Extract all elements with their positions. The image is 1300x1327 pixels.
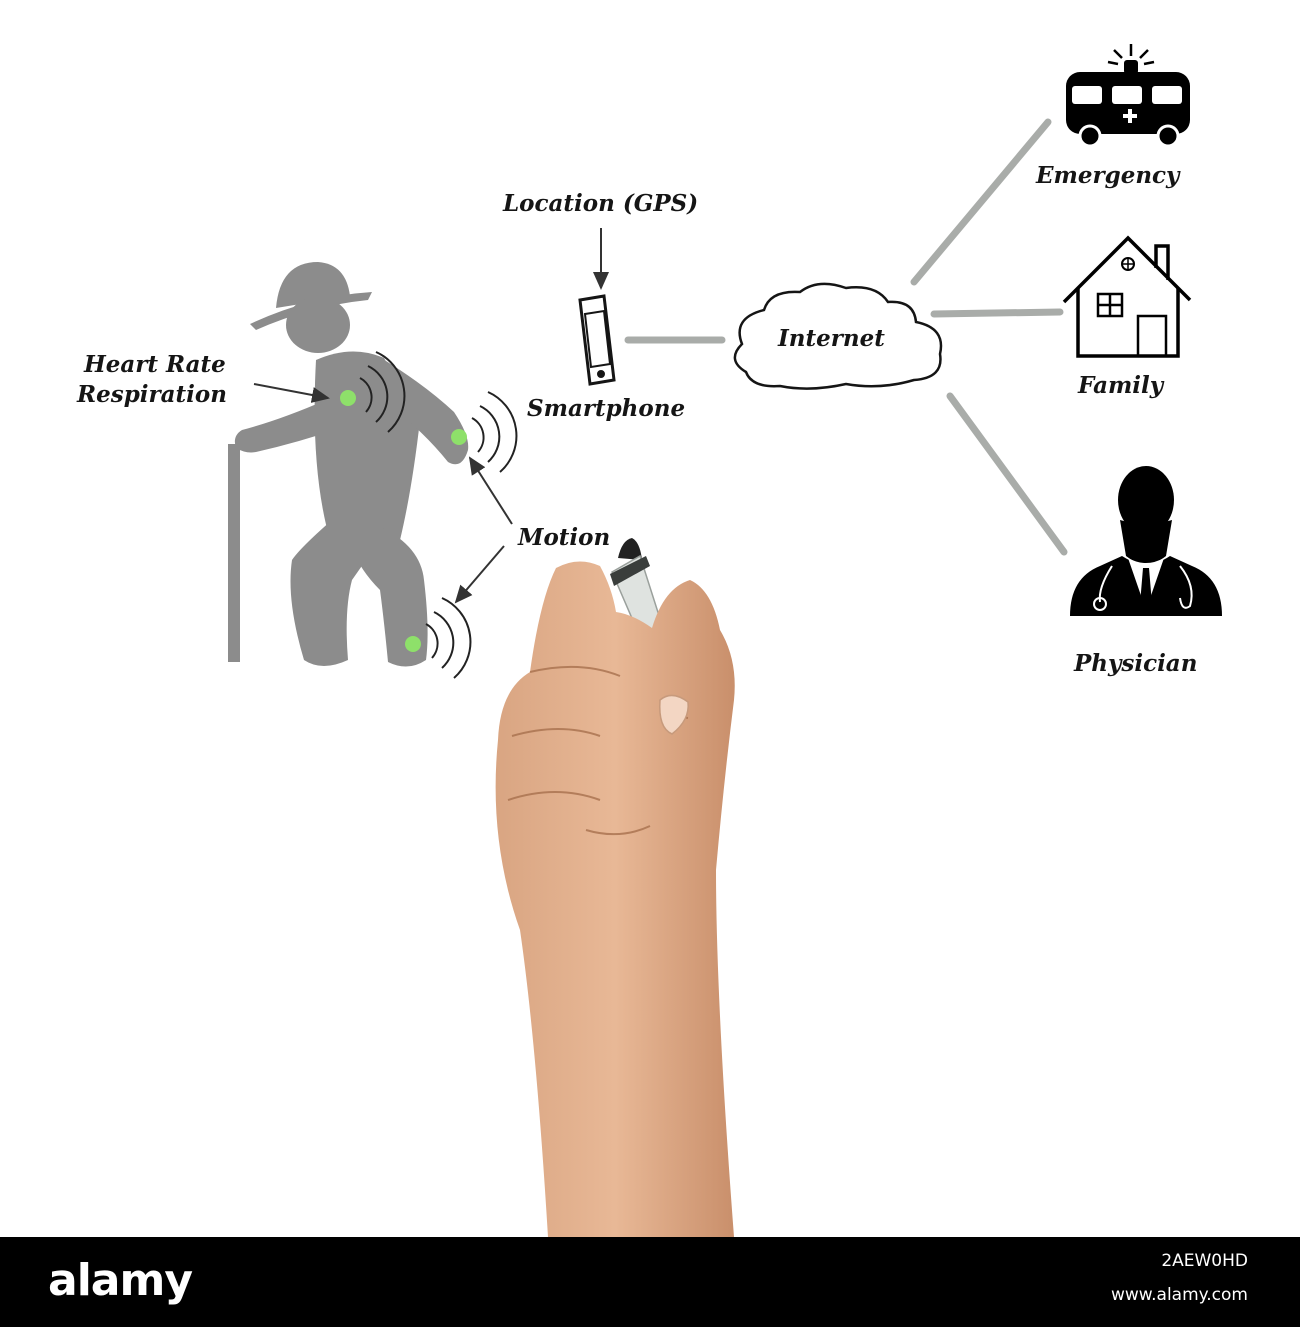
location-gps-label: Location (GPS) [503, 190, 699, 217]
ambulance-icon [1066, 44, 1190, 148]
emergency-label: Emergency [1036, 162, 1180, 189]
elderly-person-icon [234, 262, 469, 667]
knee-signal-icon [425, 597, 472, 679]
heart-rate-label: Heart Rate [84, 351, 226, 378]
respiration-label: Respiration [77, 381, 227, 408]
footer-image-id: 2AEW0HD [1161, 1251, 1248, 1271]
internet-label: Internet [778, 325, 885, 352]
cane-icon [228, 444, 240, 662]
smartphone-label: Smartphone [527, 395, 686, 422]
physician-label: Physician [1074, 650, 1198, 677]
doctor-icon [1070, 466, 1222, 616]
connector-lines [624, 118, 1068, 556]
motion-label: Motion [518, 524, 611, 551]
footer-url[interactable]: www.alamy.com [1110, 1285, 1248, 1305]
arm-signal-icon [471, 391, 518, 473]
knee-sensor-dot [405, 636, 421, 652]
chest-signal-icon [359, 351, 406, 433]
arm-sensor-dot [451, 429, 467, 445]
house-icon [1062, 235, 1192, 358]
footer-logo[interactable]: alamy [48, 1255, 193, 1306]
motion-knee-arrow [454, 545, 505, 604]
motion-arm-arrow [468, 456, 513, 525]
chest-sensor-dot [340, 390, 356, 406]
footer-bar: alamy 2AEW0HD www.alamy.com [0, 1237, 1300, 1327]
hand-icon [495, 561, 735, 1237]
cloud-icon [733, 282, 943, 390]
heart-rate-arrow [253, 383, 330, 403]
smartphone-icon [578, 294, 616, 386]
family-label: Family [1078, 372, 1164, 399]
diagram-canvas [228, 44, 1222, 1237]
